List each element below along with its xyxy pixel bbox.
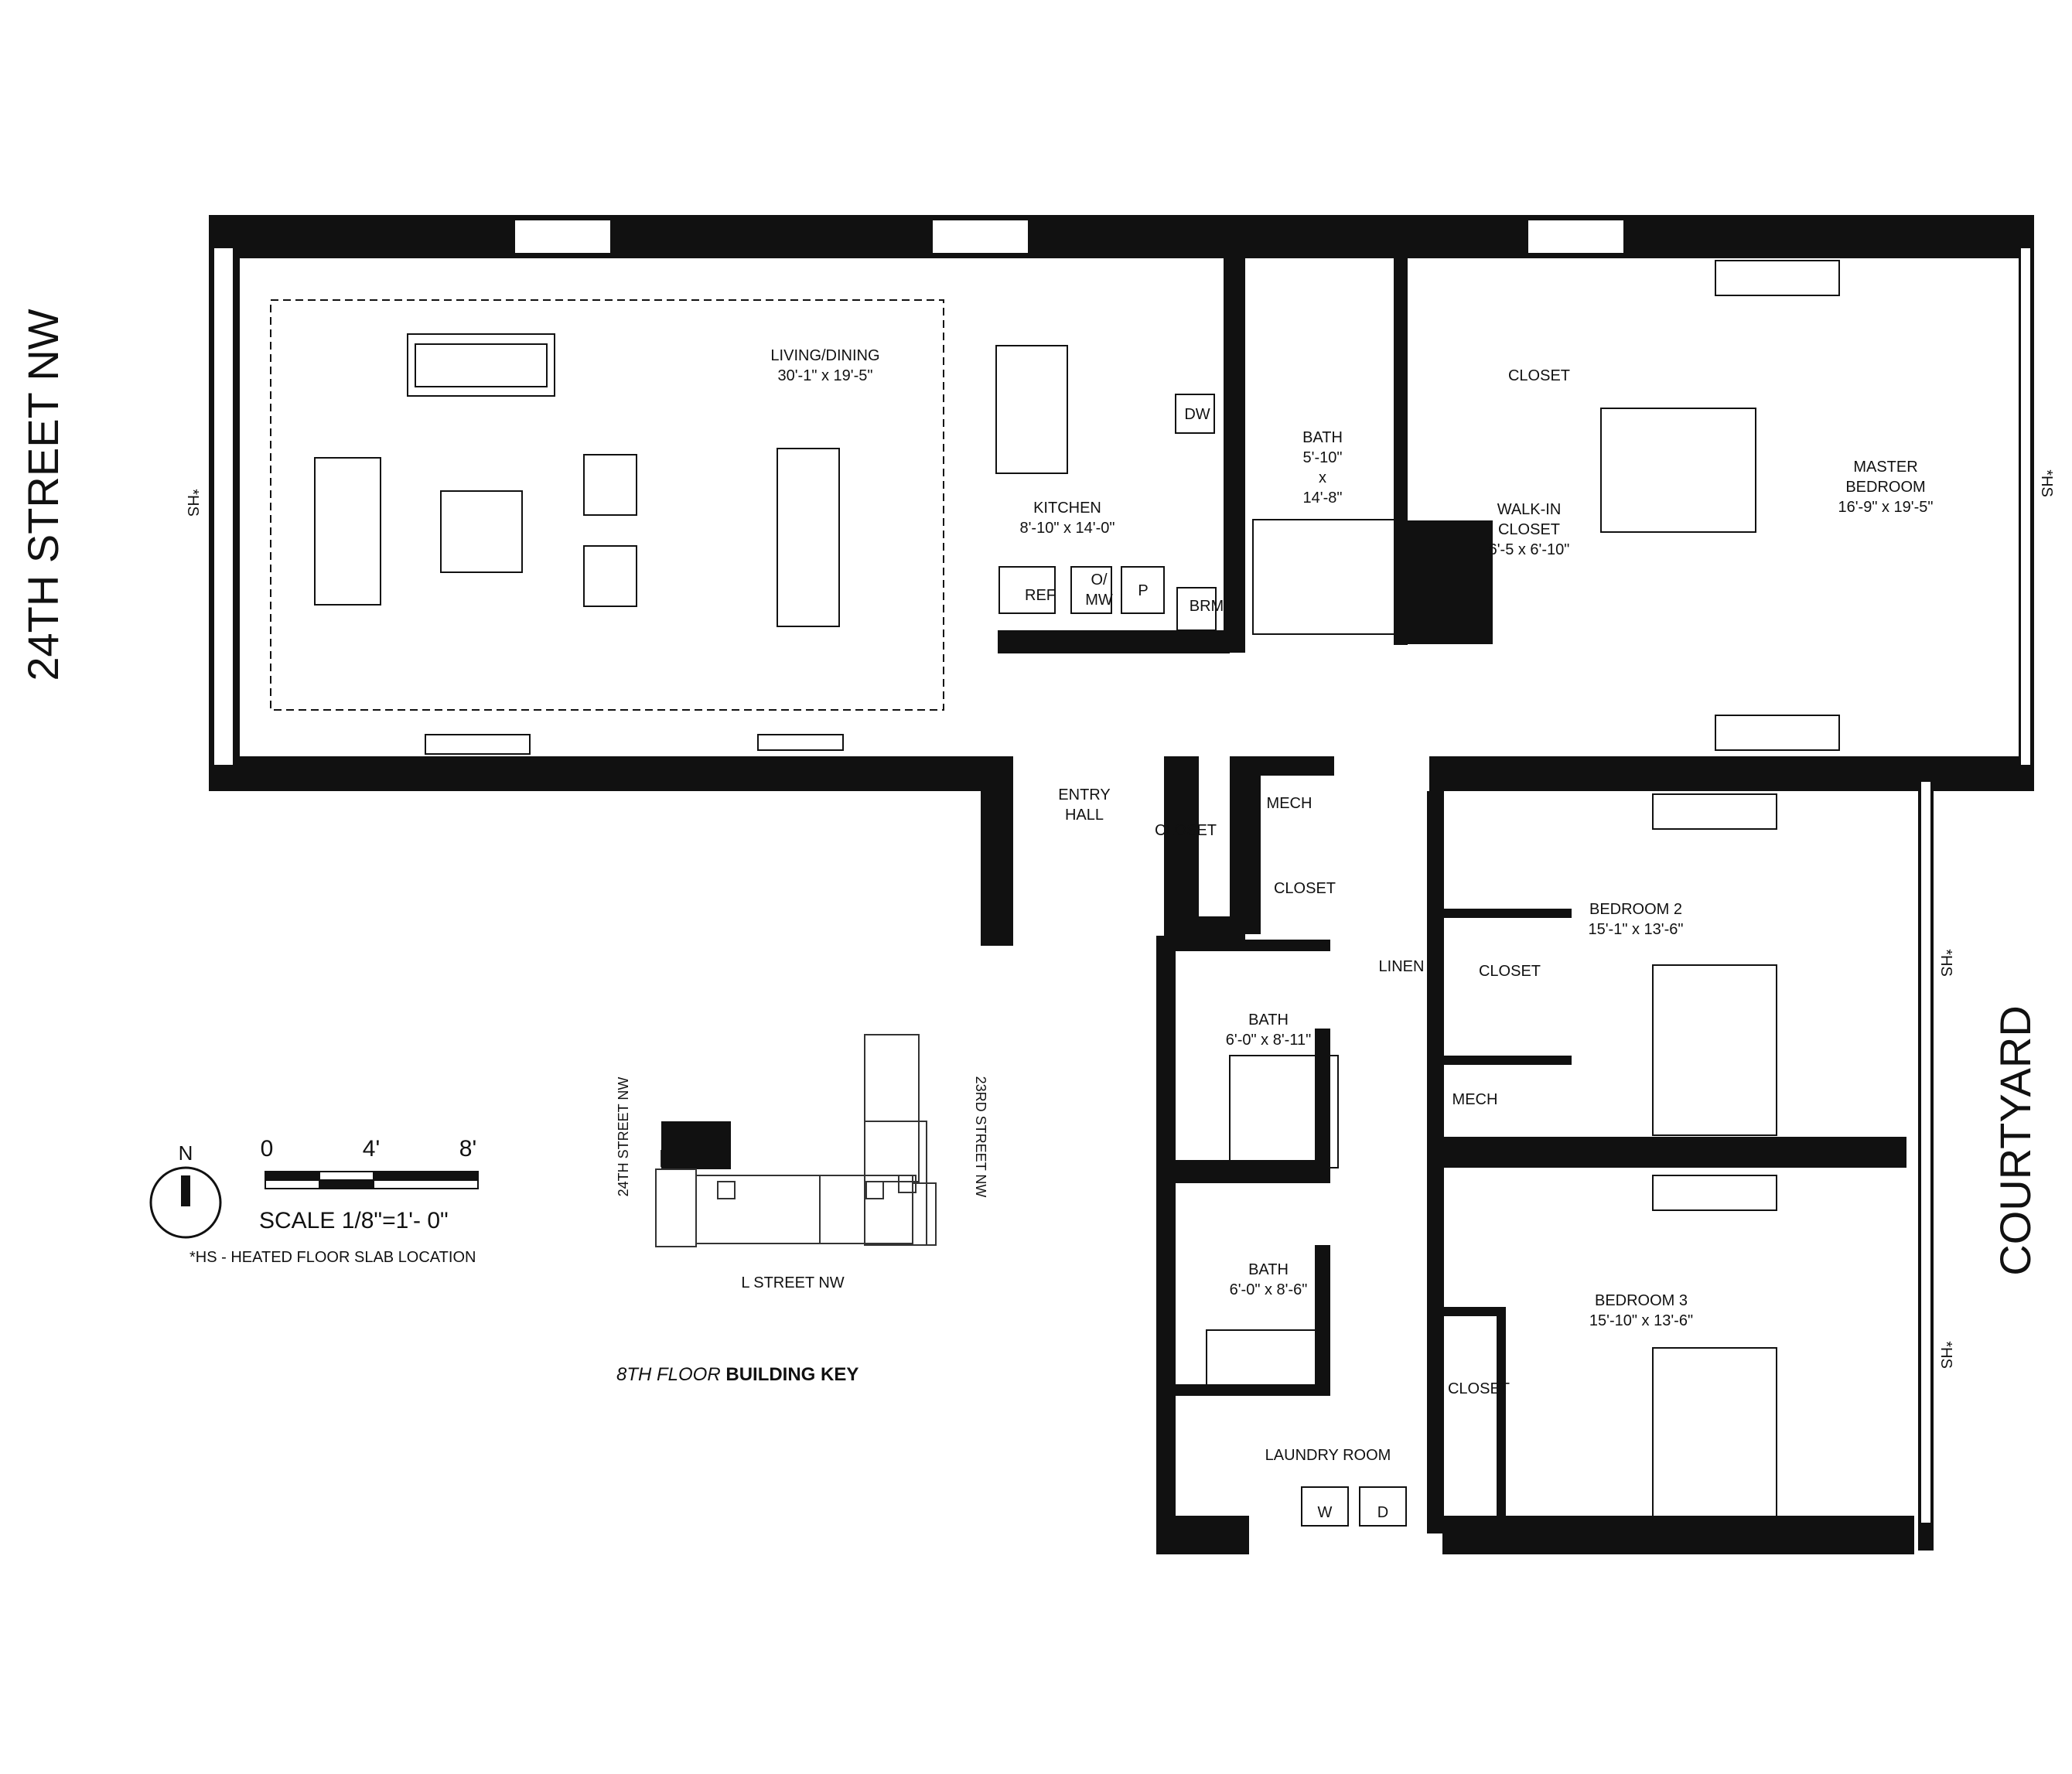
room-bedroom3-name: BEDROOM 3 bbox=[1595, 1292, 1688, 1309]
room-bath2-dims: 6'-0" x 8'-11" bbox=[1226, 1032, 1311, 1049]
hs-marker: *HS bbox=[2038, 469, 2055, 497]
room-master-dims: 16'-9" x 19'-5" bbox=[1838, 499, 1933, 516]
building-key: 24TH STREET NW 23RD STREET NW L STREET N… bbox=[616, 1034, 988, 1385]
windows bbox=[213, 219, 2032, 1524]
room-living-name: LIVING/DINING bbox=[770, 347, 879, 364]
appliance-dryer: D bbox=[1377, 1504, 1388, 1521]
room-bath1-x: x bbox=[1319, 469, 1326, 486]
legend: N 0 4' 8' SCALE 1/8"=1'- 0" *HS - HEATED… bbox=[149, 1136, 479, 1266]
hs-note: *HS - HEATED FLOOR SLAB LOCATION bbox=[189, 1249, 476, 1266]
key-street-south: L STREET NW bbox=[741, 1274, 844, 1291]
scale-tick-0: 0 bbox=[261, 1136, 274, 1162]
room-bath3-name: BATH bbox=[1248, 1261, 1289, 1278]
hs-marker: *HS bbox=[1937, 949, 1954, 977]
room-linen: LINEN bbox=[1379, 958, 1425, 975]
north-arrow bbox=[181, 1175, 190, 1206]
room-closet-b3: CLOSET bbox=[1448, 1380, 1510, 1397]
room-walkin-dims: 6'-5 x 6'-10" bbox=[1489, 541, 1570, 558]
appliance-dw: DW bbox=[1184, 406, 1210, 423]
building-key-caption-title: BUILDING KEY bbox=[725, 1364, 858, 1385]
room-bath3-dims: 6'-0" x 8'-6" bbox=[1230, 1281, 1308, 1298]
room-labels: LIVING/DINING 30'-1" x 19'-5" KITCHEN 8'… bbox=[770, 347, 1933, 1464]
appliance-pantry: P bbox=[1138, 582, 1148, 599]
room-bath1-dims: 5'-10" bbox=[1303, 449, 1343, 466]
room-bath2-name: BATH bbox=[1248, 1012, 1289, 1029]
room-kitchen-dims: 8'-10" x 14'-0" bbox=[1019, 520, 1115, 537]
room-walkin-name: CLOSET bbox=[1498, 521, 1560, 538]
room-laundry: LAUNDRY ROOM bbox=[1265, 1447, 1391, 1464]
north-label: N bbox=[179, 1141, 193, 1165]
scale-tick-8: 8' bbox=[459, 1136, 476, 1162]
street-label-west: 24TH STREET NW bbox=[19, 309, 67, 681]
appliance-omw: O/ bbox=[1091, 571, 1108, 588]
hs-marker: *HS bbox=[1937, 1341, 1954, 1369]
appliance-ref: REF bbox=[1025, 587, 1056, 604]
room-bedroom2-name: BEDROOM 2 bbox=[1589, 901, 1682, 918]
room-entry-name: ENTRY bbox=[1058, 786, 1110, 803]
scale-bar bbox=[265, 1171, 479, 1189]
room-entry-name: HALL bbox=[1065, 807, 1104, 824]
hs-marker: *HS bbox=[184, 489, 201, 517]
room-living-dims: 30'-1" x 19'-5" bbox=[777, 367, 872, 384]
room-kitchen-name: KITCHEN bbox=[1033, 500, 1101, 517]
building-key-caption-floor: 8TH FLOOR bbox=[616, 1364, 725, 1385]
furniture bbox=[270, 260, 1840, 1527]
room-bath1-dims: 14'-8" bbox=[1303, 490, 1343, 507]
key-street-west: 24TH STREET NW bbox=[616, 1077, 631, 1197]
room-master-name: BEDROOM bbox=[1845, 479, 1925, 496]
room-master-name: MASTER bbox=[1853, 459, 1917, 476]
key-street-east: 23RD STREET NW bbox=[973, 1076, 988, 1198]
appliance-washer: W bbox=[1318, 1504, 1333, 1521]
room-bedroom2-dims: 15'-1" x 13'-6" bbox=[1588, 921, 1683, 938]
room-closet-entry: CLOSET bbox=[1155, 822, 1217, 839]
scale-text: SCALE 1/8"=1'- 0" bbox=[259, 1208, 449, 1233]
room-mech2: MECH bbox=[1452, 1091, 1498, 1108]
room-bedroom3-dims: 15'-10" x 13'-6" bbox=[1589, 1312, 1693, 1329]
appliance-labels: DW REF O/ MW P W D bbox=[1025, 406, 1388, 1521]
walls bbox=[209, 215, 2034, 1554]
room-mech1: MECH bbox=[1267, 795, 1312, 812]
room-brm: BRM bbox=[1190, 598, 1224, 615]
building-key-map bbox=[655, 1034, 937, 1247]
room-walkin-name: WALK-IN bbox=[1497, 501, 1562, 518]
scale-tick-4: 4' bbox=[363, 1136, 380, 1162]
street-label-east: COURTYARD bbox=[1991, 1005, 2040, 1276]
room-closet2: CLOSET bbox=[1274, 880, 1336, 897]
room-closet-b2: CLOSET bbox=[1479, 963, 1541, 980]
room-closet-master: CLOSET bbox=[1508, 367, 1570, 384]
appliance-omw: MW bbox=[1085, 592, 1113, 609]
room-bath1-name: BATH bbox=[1302, 429, 1343, 446]
building-key-caption: 8TH FLOOR BUILDING KEY bbox=[616, 1364, 858, 1385]
